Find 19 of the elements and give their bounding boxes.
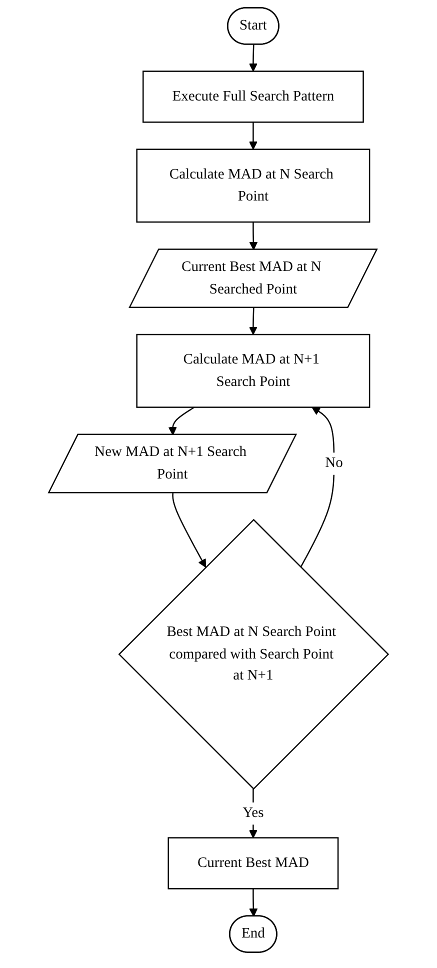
arrow [249, 222, 258, 250]
process-box: Execute Full Search Pattern [142, 70, 364, 123]
arrow [249, 888, 258, 917]
arrow [300, 406, 335, 568]
arrow [172, 493, 206, 568]
arrow [248, 122, 258, 150]
decision-diamond: Best MAD at N Search Point compared with Search Point at N+1 [118, 518, 390, 790]
data-parallelogram: New MAD at N+1 Search Point [48, 434, 298, 494]
arrow [248, 44, 258, 72]
arrow [248, 308, 258, 335]
process-box: Calculate MAD at N+1 Search Point [136, 334, 370, 408]
terminal-oval: Start [227, 7, 280, 45]
terminal-oval: End [229, 915, 278, 953]
arrow [168, 406, 195, 436]
edge-label: Yes [242, 802, 264, 824]
data-parallelogram: Current Best MAD at N Searched Point [128, 248, 378, 308]
edge-label: No [325, 452, 343, 474]
process-box: Calculate MAD at N Search Point [136, 148, 370, 223]
process-box: Current Best MAD [168, 837, 339, 890]
